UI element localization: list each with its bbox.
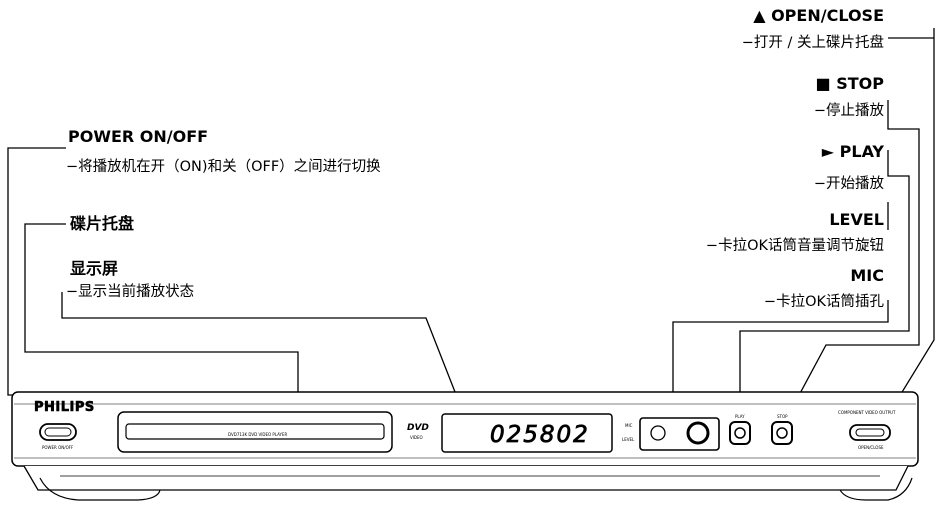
power-desc: −将播放机在开（ON)和关（OFF）之间进行切换 — [66, 159, 381, 175]
dvd-logo-sub: VIDEO — [410, 435, 423, 440]
foot-left — [39, 477, 161, 501]
foot-right — [839, 477, 913, 501]
tray-title: 碟片托盘 — [70, 214, 135, 233]
level-knob[interactable] — [686, 421, 710, 445]
open-close-button[interactable] — [849, 424, 891, 441]
power-button[interactable] — [39, 423, 77, 441]
tray-device-label: DVD713K DVD VIDEO PLAYER — [228, 432, 288, 437]
component-video-label: COMPONENT VIDEO OUTPUT — [838, 410, 896, 415]
leader-power — [7, 147, 66, 396]
play-desc: −开始播放 — [813, 176, 884, 192]
mic-title: MIC — [850, 266, 884, 285]
display-desc: −显示当前播放状态 — [66, 284, 195, 300]
disc-tray — [117, 411, 393, 453]
leader-display — [61, 292, 467, 421]
stop-device-label: STOP — [777, 414, 788, 419]
play-device-label: PLAY — [735, 414, 745, 419]
mic-desc: −卡拉OK话筒插孔 — [763, 294, 884, 310]
display-readout: 025802 — [490, 422, 590, 448]
mic-level-panel — [639, 417, 720, 451]
level-device-label: LEVEL — [622, 437, 635, 442]
display-title: 显示屏 — [70, 259, 119, 278]
leader-mic — [672, 300, 889, 424]
open-close-device-label: OPEN/CLOSE — [858, 445, 884, 450]
power-device-label: POWER ON/OFF — [42, 445, 74, 450]
display-window — [441, 413, 613, 453]
power-title: POWER ON/OFF — [68, 127, 209, 146]
dvd-logo: DVD — [407, 423, 429, 433]
mic-device-label: MIC — [625, 423, 633, 428]
level-desc: −卡拉OK话筒音量调节旋钮 — [705, 238, 884, 254]
play-button[interactable] — [729, 421, 751, 445]
open-close-desc: −打开 / 关上碟片托盘 — [741, 35, 884, 51]
stop-title: ■ STOP — [815, 74, 884, 93]
leader-stop — [782, 100, 920, 426]
open-close-title: ▲ OPEN/CLOSE — [753, 6, 884, 25]
play-title: ► PLAY — [821, 142, 884, 161]
player-base — [23, 465, 909, 491]
player-body — [11, 391, 919, 467]
mic-jack[interactable] — [650, 425, 666, 441]
brand-logo: PHILIPS — [34, 400, 95, 415]
level-title: LEVEL — [829, 210, 884, 229]
stop-button[interactable] — [771, 421, 793, 445]
leader-tray — [24, 223, 299, 418]
stop-desc: −停止播放 — [813, 103, 884, 119]
leader-play — [739, 150, 910, 424]
